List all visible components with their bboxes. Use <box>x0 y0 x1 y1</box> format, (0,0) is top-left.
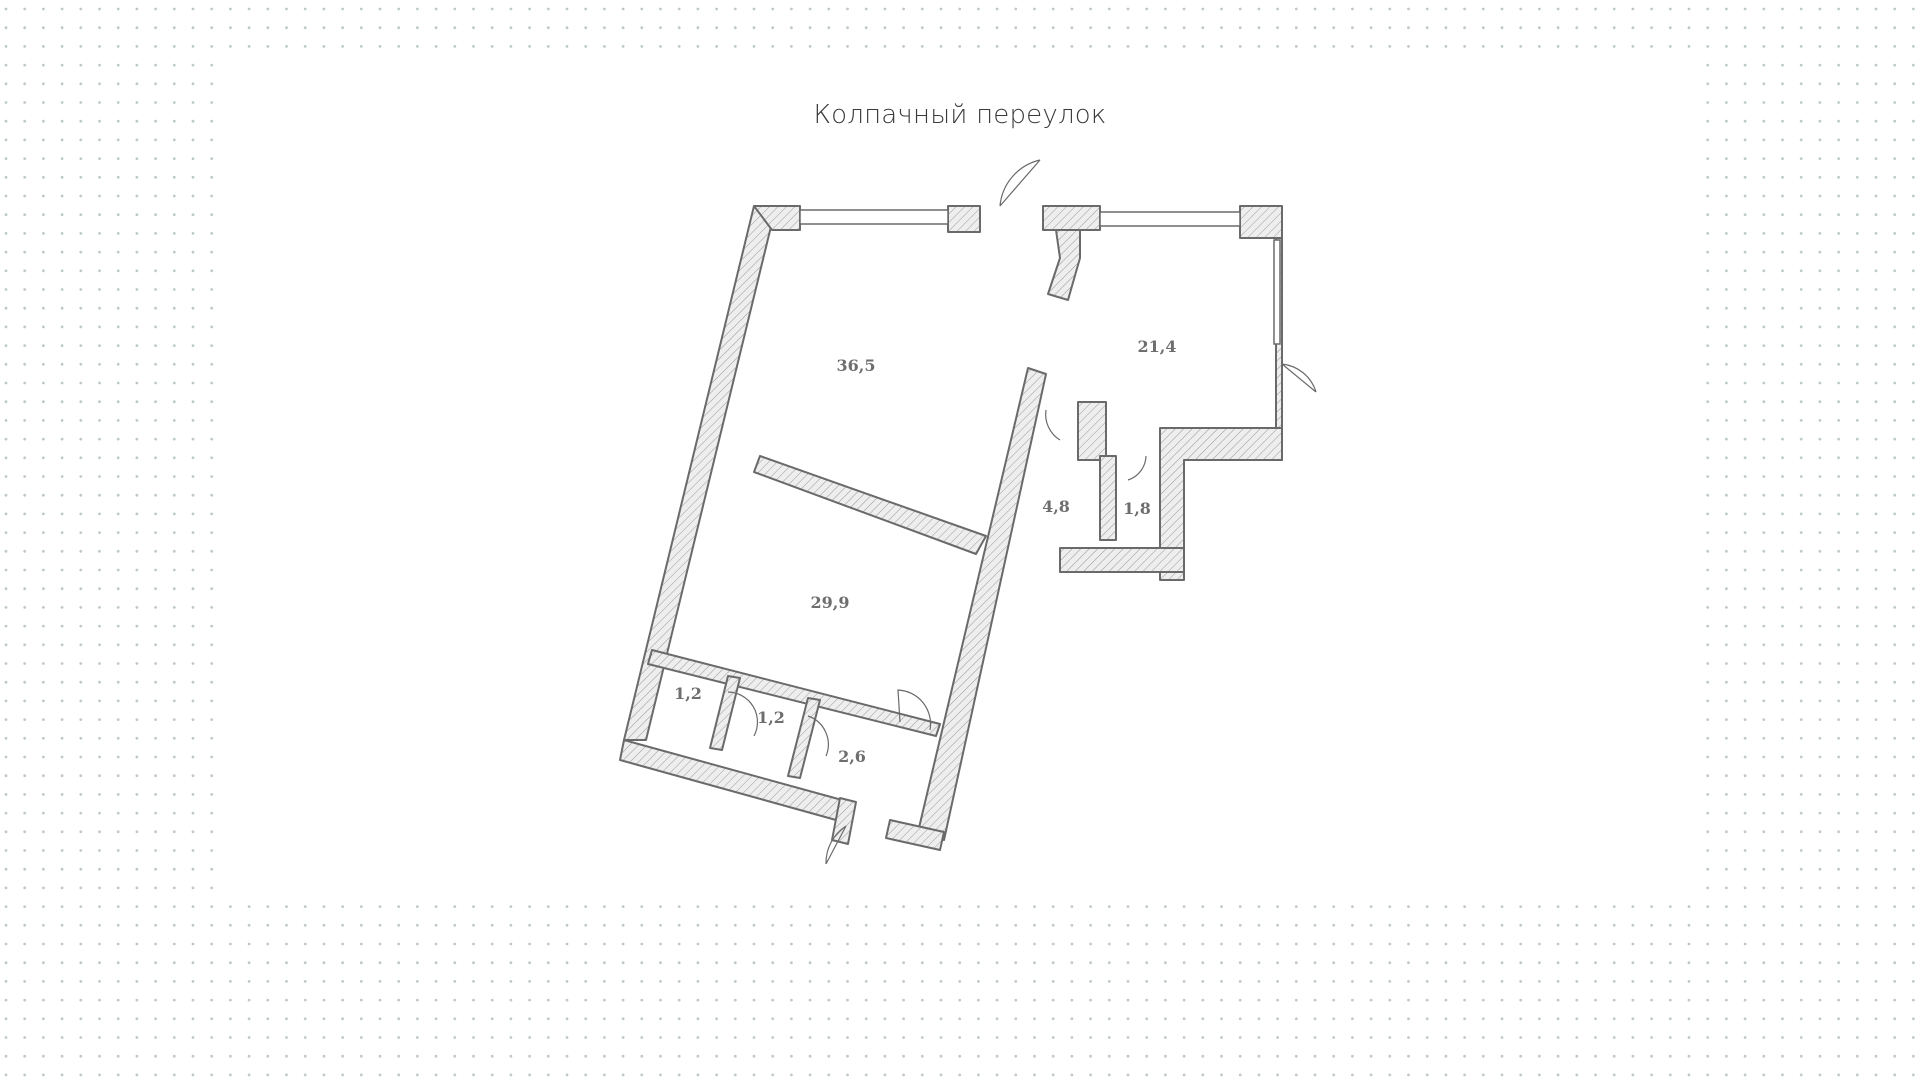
wall-bottom-right <box>885 819 945 851</box>
wall-top-right-a <box>1042 205 1101 231</box>
wall-left <box>623 205 777 741</box>
door-lower-right <box>897 689 932 731</box>
door-closet-a <box>727 691 759 737</box>
wall-pier <box>1047 229 1081 301</box>
window-right <box>1273 239 1281 345</box>
room-area-1-2-b: 1,2 <box>757 708 785 727</box>
wall-top-pillar <box>947 205 981 233</box>
door-closet-b <box>807 715 829 757</box>
window-top-left <box>799 209 949 225</box>
room-area-36-5: 36,5 <box>837 356 876 375</box>
wall-bath-inner <box>1099 455 1117 541</box>
window-top-right <box>1099 211 1241 227</box>
windows <box>799 209 1281 345</box>
wall-divider-a <box>709 675 741 751</box>
room-area-2-6: 2,6 <box>838 747 866 766</box>
door-bath-b <box>1127 455 1147 481</box>
room-area-1-8: 1,8 <box>1123 499 1151 518</box>
wall-top-right-b <box>1239 205 1283 239</box>
walls <box>619 205 1283 851</box>
door-top <box>999 159 1041 207</box>
door-bath-a <box>1045 409 1061 441</box>
door-right <box>1281 363 1317 393</box>
wall-bath-block <box>1077 401 1107 461</box>
room-area-21-4: 21,4 <box>1138 337 1177 356</box>
wall-bath-bottom <box>1059 547 1185 573</box>
doors <box>727 159 1317 865</box>
wall-top-left <box>753 205 801 231</box>
room-area-29-9: 29,9 <box>811 593 850 612</box>
street-label: Колпачный переулок <box>813 100 1107 130</box>
room-area-1-2-a: 1,2 <box>674 684 702 703</box>
wall-divider-b <box>787 697 821 779</box>
wall-partition <box>753 455 987 555</box>
door-bottom <box>825 825 847 865</box>
room-area-4-8: 4,8 <box>1042 497 1070 516</box>
wall-bottom <box>619 739 843 821</box>
wall-lower-top <box>647 649 941 737</box>
wall-center <box>917 367 1047 841</box>
